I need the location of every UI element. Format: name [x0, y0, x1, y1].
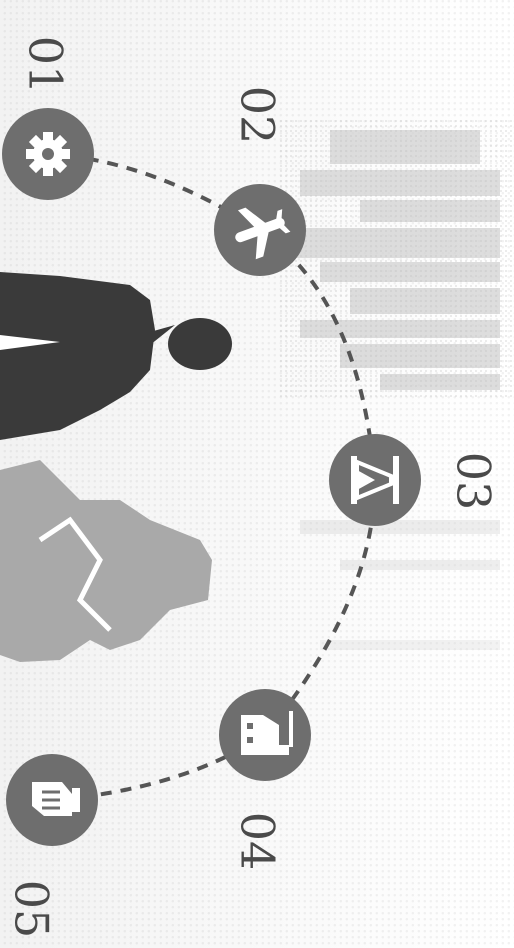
step-03-number: 03	[450, 452, 496, 511]
step-02-number: 02	[234, 86, 280, 145]
businessman-head	[168, 318, 232, 370]
step-05-number: 05	[8, 880, 54, 939]
figure-silhouette-light	[0, 460, 212, 662]
businessman-silhouette	[0, 272, 155, 440]
step-03-node	[329, 434, 421, 526]
gear-icon	[26, 132, 70, 176]
step-01-number: 01	[22, 36, 68, 95]
step-04-number: 04	[234, 812, 280, 871]
step-04-node	[219, 689, 311, 781]
skyline-texture	[280, 120, 514, 400]
step-05-node	[6, 754, 98, 846]
step-01-node	[2, 108, 94, 200]
step-02-node	[214, 184, 306, 276]
